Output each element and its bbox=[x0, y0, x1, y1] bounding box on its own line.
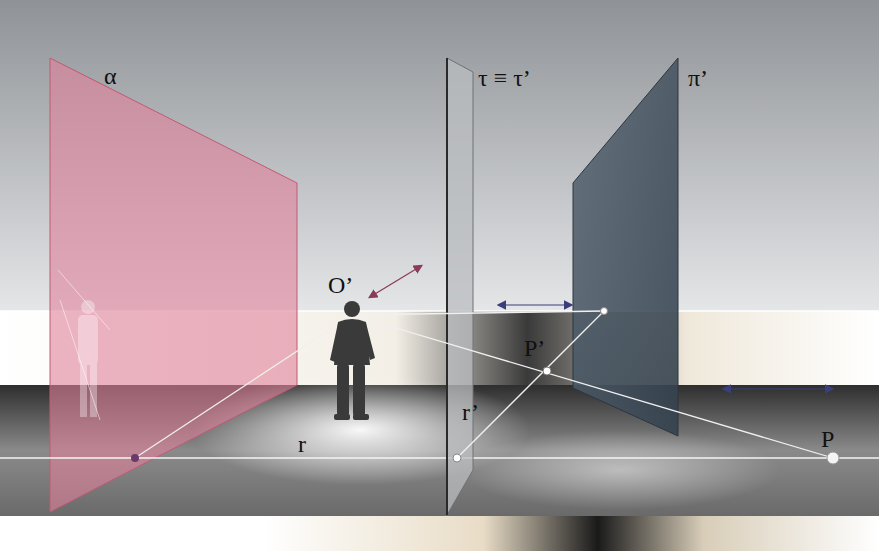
symbol-label: O’ bbox=[328, 273, 353, 297]
symbol-label: α bbox=[104, 64, 117, 88]
symbol-label: r’ bbox=[462, 400, 479, 424]
symbol-label: P bbox=[821, 427, 834, 451]
symbol-label: π’ bbox=[688, 66, 708, 90]
symbol-label: τ ≡ τ’ bbox=[478, 66, 531, 90]
symbol-label: P’ bbox=[524, 336, 545, 360]
symbol-label: r bbox=[298, 432, 306, 456]
